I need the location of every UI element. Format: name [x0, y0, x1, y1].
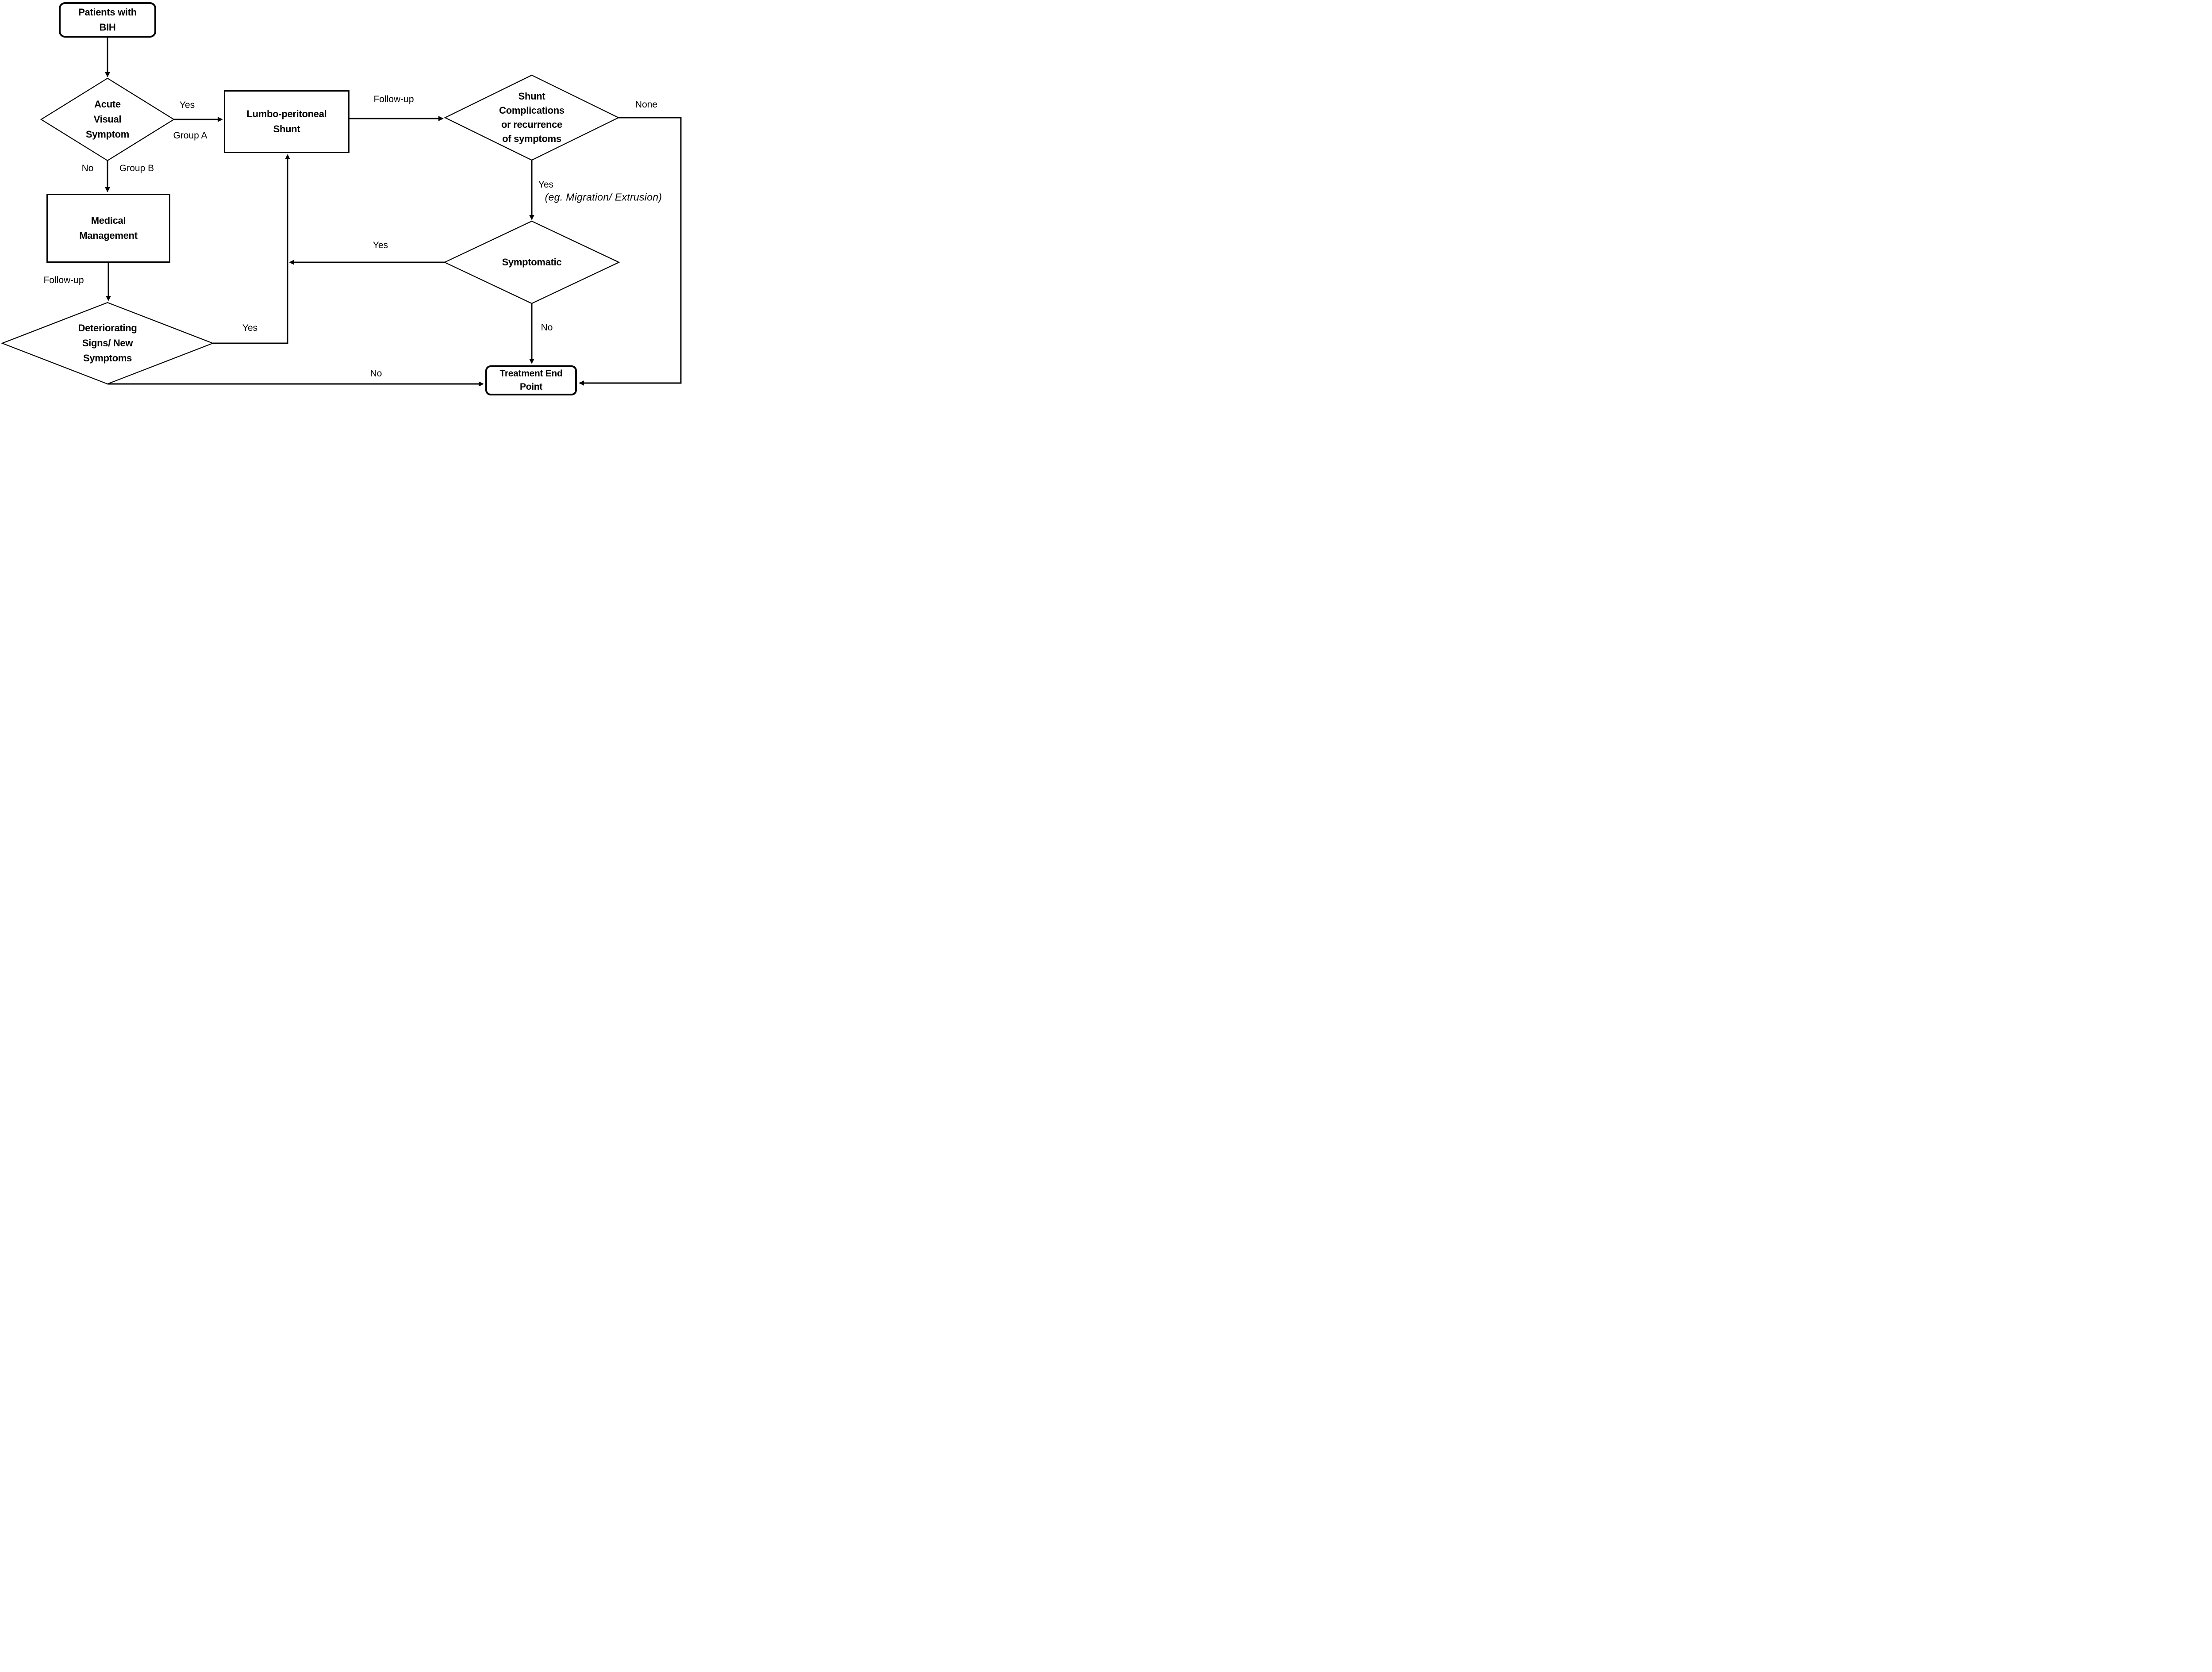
treatment-end-point-label: Treatment End Point [499, 368, 563, 392]
symptomatic-diamond-shape [443, 220, 620, 304]
edge-label-no-bottom: No [370, 368, 382, 379]
edge-label-followup-top: Follow-up [373, 94, 414, 104]
edge-label-migration-extrusion: (eg. Migration/ Extrusion) [545, 191, 662, 203]
patients-with-bih-label: Patients with BIH [78, 7, 137, 33]
edge-label-group-a: Group A [173, 130, 207, 141]
edge-label-yes-symptomatic: Yes [373, 240, 388, 250]
treatment-end-point-node: Treatment End Point [485, 365, 577, 395]
medical-management-label: Medical Management [79, 215, 138, 241]
edge-label-yes-deteriorating: Yes [242, 323, 258, 333]
edge-label-yes-group-a: Yes [179, 100, 195, 110]
edge-shunt-none-to-treatment [579, 117, 682, 386]
lumbo-peritoneal-shunt-label: Lumbo-peritoneal Shunt [246, 108, 327, 134]
flowchart-canvas: Patients with BIH Lumbo-peritoneal Shunt… [0, 0, 684, 408]
edge-label-followup-left: Follow-up [43, 275, 84, 285]
edge-label-group-b: Group B [119, 163, 154, 173]
edge-label-none: None [635, 100, 658, 110]
edge-label-no-group-b: No [81, 163, 94, 173]
deteriorating-diamond-shape [0, 302, 215, 385]
edge-label-no-symptomatic: No [541, 322, 553, 333]
medical-management-node: Medical Management [46, 194, 170, 263]
edge-label-yes-complications: Yes [538, 180, 554, 190]
acute-visual-symptom-diamond-shape [40, 77, 175, 161]
patients-with-bih-node: Patients with BIH [59, 2, 156, 38]
lumbo-peritoneal-shunt-node: Lumbo-peritoneal Shunt [224, 90, 349, 153]
flowchart-edges-layer [0, 38, 682, 387]
shunt-complications-diamond-shape [444, 74, 620, 161]
edge-deteriorating-yes-to-lumbo [213, 154, 290, 344]
